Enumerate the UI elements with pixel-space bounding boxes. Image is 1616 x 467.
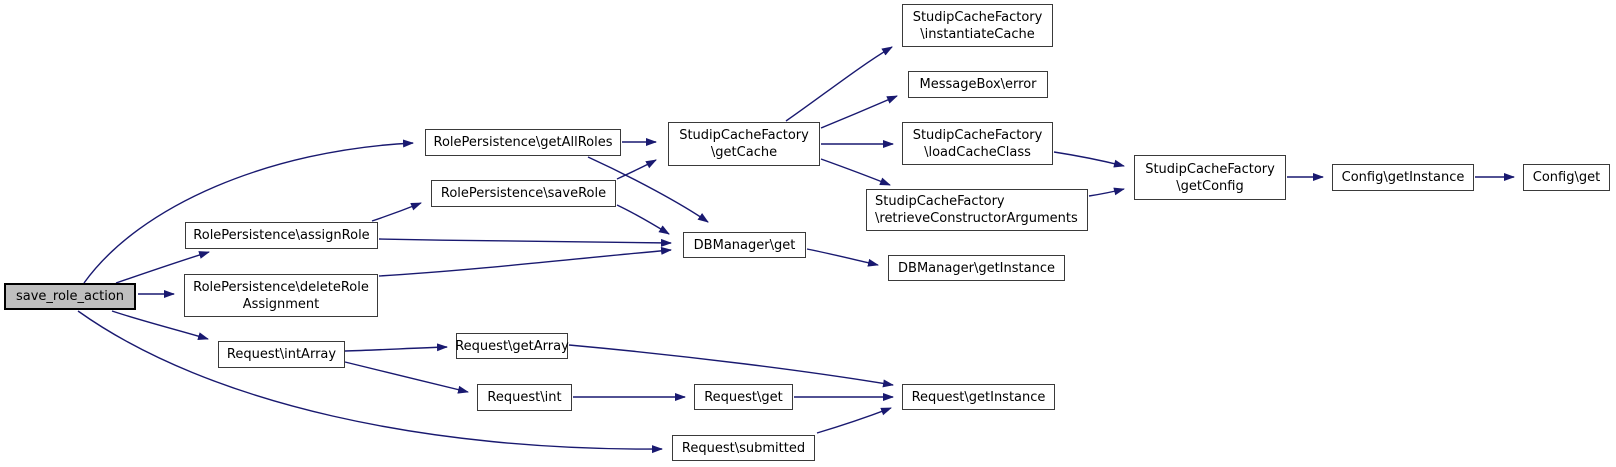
node-request-getinstance[interactable]: Request\getInstance (902, 384, 1055, 410)
node-dbmanager-getinstance[interactable]: DBManager\getInstance (888, 255, 1065, 281)
node-label: Request\getInstance (911, 389, 1046, 405)
node-label-line2: \instantiateCache (920, 26, 1035, 42)
edge-save_role-get_cache (616, 159, 657, 180)
edge-get_cache-retrieve_constructor_arguments (820, 158, 891, 186)
node-label: Request\intArray (226, 347, 337, 362)
node-studipcachefactory-loadcacheclass[interactable]: StudipCacheFactory \loadCacheClass (902, 122, 1053, 165)
node-label-line2: \retrieveConstructorArguments (875, 211, 1078, 226)
edge-submitted-req_get_instance (816, 407, 892, 434)
edge-int_array-req_int (344, 361, 469, 394)
edge-save_role-db_get (616, 204, 670, 235)
node-label-line2: \getCache (710, 145, 778, 160)
edge-get_cache-message_box_error (820, 95, 898, 129)
node-config-getinstance[interactable]: Config\getInstance (1332, 164, 1474, 191)
edge-retrieve_constructor_arguments-get_config (1088, 187, 1125, 197)
node-label-line2: \loadCacheClass (924, 144, 1031, 160)
node-label-line1: RolePersistence\deleteRole (193, 279, 369, 295)
node-request-submitted[interactable]: Request\submitted (672, 435, 815, 461)
edge-get_array-req_get_instance (568, 344, 894, 388)
node-studipcachefactory-retrieveconstructorarguments[interactable]: StudipCacheFactory \retrieveConstructorA… (866, 189, 1088, 231)
node-dbmanager-get[interactable]: DBManager\get (683, 232, 806, 258)
node-request-get[interactable]: Request\get (694, 384, 793, 410)
node-rolepersistence-saverole[interactable]: RolePersistence\saveRole (431, 180, 616, 207)
node-label-line1: StudipCacheFactory (875, 194, 1005, 209)
node-rolepersistence-getallroles[interactable]: RolePersistence\getAllRoles (425, 129, 621, 156)
edge-save_role_action-int_array (111, 310, 209, 340)
node-config-get[interactable]: Config\get (1523, 164, 1610, 191)
edge-assign_role-db_get (378, 238, 672, 247)
node-label: save_role_action (15, 289, 125, 304)
node-label: Request\submitted (681, 440, 806, 456)
node-studipcachefactory-getconfig[interactable]: StudipCacheFactory \getConfig (1134, 155, 1286, 200)
edge-delete_role_assignment-db_get (378, 246, 672, 277)
node-label: MessageBox\error (919, 77, 1037, 92)
node-messagebox-error[interactable]: MessageBox\error (908, 71, 1048, 98)
node-studipcachefactory-getcache[interactable]: StudipCacheFactory \getCache (668, 122, 820, 166)
edge-get_all_roles-db_get (587, 156, 709, 223)
node-label: RolePersistence\getAllRoles (433, 135, 613, 150)
node-label-line2: Assignment (242, 296, 320, 312)
node-request-intarray[interactable]: Request\intArray (218, 341, 345, 368)
node-label-line1: StudipCacheFactory (1145, 161, 1275, 177)
edge-save_role_action-submitted (77, 310, 663, 454)
node-label-line1: StudipCacheFactory (912, 9, 1043, 25)
node-label: Request\get (704, 389, 783, 405)
node-studipcachefactory-instantiatecache[interactable]: StudipCacheFactory \instantiateCache (902, 4, 1053, 47)
node-label: Config\get (1532, 170, 1601, 185)
node-label: DBManager\get (693, 237, 796, 253)
edge-save_role_action-assign_role (115, 251, 210, 284)
node-request-getarray[interactable]: Request\getArray (455, 333, 569, 359)
node-label: Config\getInstance (1341, 170, 1465, 185)
node-rolepersistence-deleteroleassignment[interactable]: RolePersistence\deleteRole Assignment (184, 274, 378, 317)
edge-get_cache-instantiate_cache (785, 46, 893, 122)
node-label: RolePersistence\saveRole (440, 186, 607, 201)
node-label: Request\getArray (455, 338, 569, 354)
node-save-role-action: save_role_action (4, 283, 136, 310)
edge-int_array-get_array (344, 343, 448, 352)
edge-load_cache_class-get_config (1053, 151, 1125, 168)
node-label-line2: \getConfig (1176, 178, 1244, 194)
node-label-line1: StudipCacheFactory (679, 128, 809, 143)
node-request-int[interactable]: Request\int (477, 384, 572, 411)
node-label-line1: StudipCacheFactory (912, 127, 1043, 143)
node-label: Request\int (487, 390, 562, 405)
edge-db_get-db_get_instance (806, 248, 879, 267)
edge-assign_role-save_role (371, 202, 422, 222)
node-label: RolePersistence\assignRole (193, 228, 370, 243)
node-rolepersistence-assignrole[interactable]: RolePersistence\assignRole (185, 222, 378, 249)
node-label: DBManager\getInstance (898, 260, 1055, 276)
edge-save_role_action-get_all_roles (83, 139, 414, 284)
